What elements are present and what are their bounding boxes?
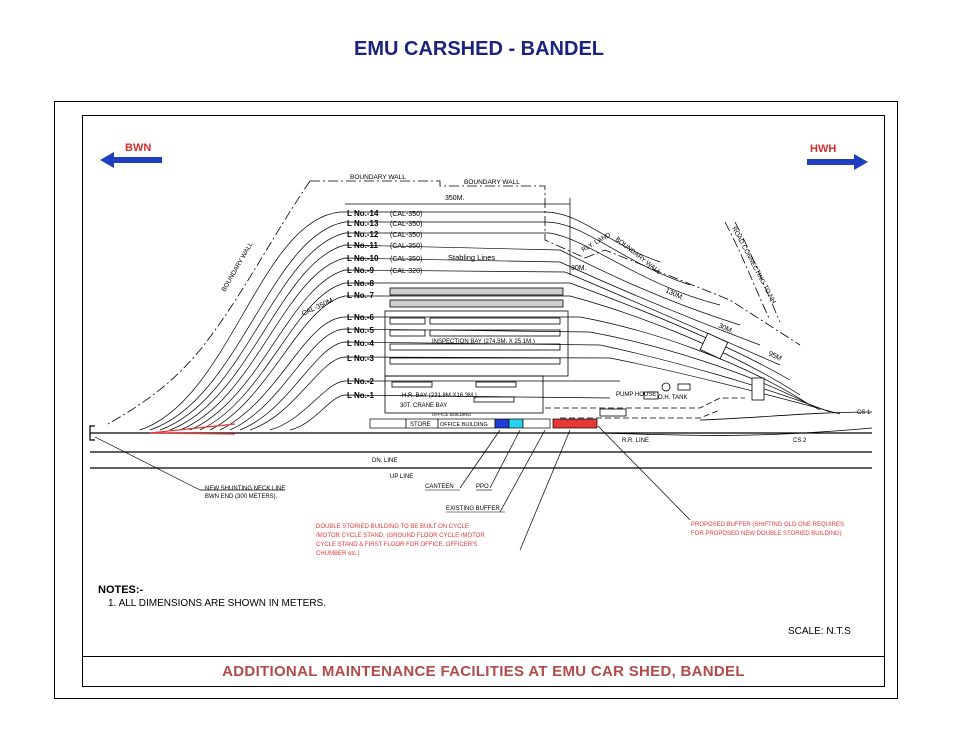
oh-tank-label: O.H. TANK	[658, 395, 687, 401]
proposed-neck-line	[149, 423, 236, 434]
outer-frame	[54, 101, 898, 699]
dimension-label: 30M.	[717, 322, 734, 335]
office-blue-block	[494, 418, 510, 429]
track-l13	[149, 221, 691, 431]
line-cal: (CAL-350)	[390, 232, 422, 239]
line-label: L No.-2	[347, 377, 375, 386]
inner-frame	[82, 115, 885, 687]
cal-label: CAL-350M	[301, 297, 334, 318]
bwn-arrow-icon	[100, 152, 162, 168]
oh-tank	[661, 382, 671, 392]
line-cal: (CAL-350)	[390, 243, 422, 250]
hr-bay-label: H.R. BAY (231.8M.X16.3M.)	[402, 393, 477, 399]
dn-line-label: DN. LINE	[372, 458, 397, 464]
footer-title: ADDITIONAL MAINTENANCE FACILITIES AT EMU…	[82, 656, 885, 687]
line-cal: (CAL-350)	[390, 221, 422, 228]
dimension-label: 95M	[767, 350, 782, 362]
boundary-wall-left	[107, 180, 311, 425]
boundary-wall-top	[310, 180, 586, 259]
road-label: ROAD CONNECTING TO NH	[730, 226, 777, 306]
cs2-curve	[599, 427, 873, 436]
proposed-building	[552, 418, 598, 429]
track-l6	[219, 316, 811, 431]
notes-heading: NOTES:-	[98, 584, 144, 596]
track-l4	[239, 341, 831, 431]
dimension-label: 130M.	[664, 287, 685, 302]
line-label: L No.-14	[347, 209, 379, 218]
rr-line-dashed	[545, 397, 745, 409]
proposed-neck-line-2	[149, 432, 236, 435]
notes-item: 1. ALL DIMENSIONS ARE SHOWN IN METERS.	[108, 598, 327, 609]
track-l1	[289, 394, 611, 431]
hwh-arrow-icon	[807, 154, 868, 170]
line-label: L No.-11	[347, 241, 379, 250]
rly-land-label: RLY. LAND	[581, 231, 613, 253]
stabling-label: Stabling Lines	[448, 253, 495, 262]
washing-pit-lower	[389, 299, 564, 308]
canteen-label: CANTEEN	[425, 484, 454, 490]
line-cal: (CAL-320)	[390, 268, 422, 275]
road-connector-2	[734, 221, 781, 323]
office-cyan-block	[508, 418, 524, 429]
line-label: L No.-4	[347, 339, 375, 348]
scale-label: SCALE: N.T.S	[788, 626, 851, 637]
proposed-building-note: DOUBLE STORIED BUILDING TO BE BUILT ON C…	[316, 524, 485, 557]
track-l11	[169, 244, 741, 431]
cs1-label: CS 1	[857, 410, 871, 416]
old-office	[699, 332, 729, 360]
boundary-wall-label: BOUNDARY WALL	[350, 174, 406, 181]
cs1-curve	[699, 411, 873, 421]
line-label: L No.-9	[347, 266, 375, 275]
boundary-wall-label: BOUNDARY WALL	[464, 179, 520, 186]
track-l7	[209, 295, 801, 431]
track-l2	[269, 380, 620, 431]
hwh-label: HWH	[810, 143, 836, 155]
track-l3	[249, 356, 841, 431]
crane-bay-label: 30T. CRANE BAY	[400, 403, 447, 409]
pump-house-label: PUMP HOUSE	[616, 392, 656, 398]
office-building-label: OFFICE BUILDING	[440, 422, 488, 428]
proposed-buffer-note: PROPOSED BUFFER (SHIFTING OLD ONE REQUIR…	[691, 522, 844, 537]
washing-pit-upper	[389, 287, 564, 296]
office-old-label: OFFICE BUILDING	[432, 412, 472, 417]
pump-house	[643, 391, 659, 400]
track-l14	[139, 211, 661, 431]
buffer-stop	[89, 425, 95, 441]
line-label: L No.-8	[347, 279, 375, 288]
line-label: L No.-12	[347, 230, 379, 239]
dimension-label: 30M.	[571, 265, 587, 272]
track-l9	[189, 269, 781, 431]
cycle-stand	[522, 418, 551, 429]
store-label: STORE	[410, 422, 431, 428]
rr-line-label: R.R. LINE	[622, 438, 649, 444]
dimension-label: 350M.	[445, 195, 465, 202]
road-connector	[724, 221, 771, 321]
small-building	[369, 418, 407, 429]
ppo-label: PPO	[476, 484, 489, 490]
page-title: EMU CARSHED - BANDEL	[354, 38, 604, 60]
line-cal: (CAL-350)	[390, 211, 422, 218]
hr-bay	[384, 375, 544, 414]
line-label: L No.-7	[347, 291, 375, 300]
line-label: L No.-10	[347, 254, 379, 263]
cs2-label: CS 2	[793, 438, 807, 444]
up-line-label: UP LINE	[390, 474, 413, 480]
bwn-label: BWN	[125, 142, 151, 154]
inspection-bay-label: INSPECTION BAY (274.5M. X 25.1M.)	[432, 339, 535, 345]
line-label: L No.-13	[347, 219, 379, 228]
line-label: L No.-5	[347, 326, 375, 335]
line-label: L No.-6	[347, 313, 375, 322]
line-label: L No.-3	[347, 354, 375, 363]
line-cal: (CAL-350)	[390, 256, 422, 263]
line-label: L No.-1	[347, 391, 375, 400]
existing-buffer-label: EXISTING BUFFER	[446, 506, 500, 512]
boundary-wall-label: BOUNDARY WALL	[221, 241, 255, 293]
track-l10	[179, 257, 761, 431]
track-l12	[159, 232, 721, 431]
